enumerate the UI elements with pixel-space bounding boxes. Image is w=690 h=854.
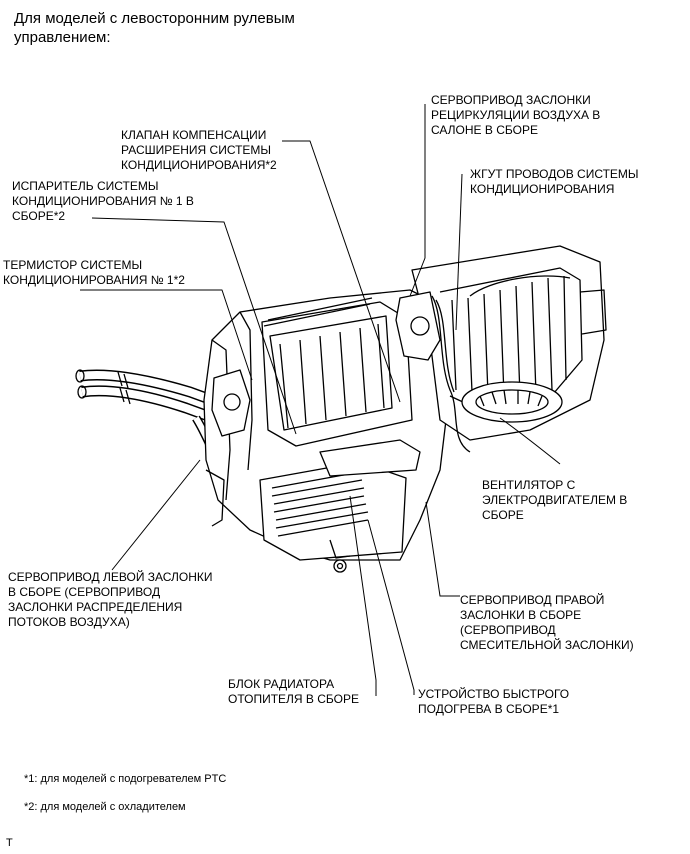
callout-right-servo: СЕРВОПРИВОД ПРАВОЙ ЗАСЛОНКИ В СБОРЕ (СЕР…: [460, 593, 634, 652]
blower-housing: [411, 245, 607, 441]
callout-thermistor: ТЕРМИСТОР СИСТЕМЫ КОНДИЦИОНИРОВАНИЯ № 1*…: [3, 258, 185, 287]
recirc-servo-body: [395, 291, 471, 453]
callout-expansion-valve: КЛАПАН КОМПЕНСАЦИИ РАСШИРЕНИЯ СИСТЕМЫ КО…: [121, 128, 277, 172]
callout-harness: ЖГУТ ПРОВОДОВ СИСТЕМЫ КОНДИЦИОНИРОВАНИЯ: [470, 167, 639, 196]
footnote-2: *2: для моделей с охладителем: [24, 801, 186, 813]
footnote-1: *1: для моделей с подогревателем PTC: [24, 773, 227, 785]
callout-heater-core: БЛОК РАДИАТОРА ОТОПИТЕЛЯ В СБОРЕ: [228, 677, 360, 706]
callout-left-servo: СЕРВОПРИВОД ЛЕВОЙ ЗАСЛОНКИ В СБОРЕ (СЕРВ…: [8, 570, 213, 629]
callout-quick-heater: УСТРОЙСТВО БЫСТРОГО ПОДОГРЕВА В СБОРЕ*1: [418, 687, 570, 716]
callout-blower: ВЕНТИЛЯТОР С ЭЛЕКТРОДВИГАТЕЛЕМ В СБОРЕ: [482, 478, 628, 522]
figure-code: T: [6, 837, 13, 849]
callout-evaporator: ИСПАРИТЕЛЬ СИСТЕМЫ КОНДИЦИОНИРОВАНИЯ № 1…: [12, 179, 194, 223]
hvac-case: [203, 289, 447, 573]
leader-lines: [80, 104, 561, 696]
callout-recirc-servo: СЕРВОПРИВОД ЗАСЛОНКИ РЕЦИРКУЛЯЦИИ ВОЗДУХ…: [431, 93, 601, 137]
page-title: Для моделей с левосторонним рулевым упра…: [14, 10, 295, 46]
